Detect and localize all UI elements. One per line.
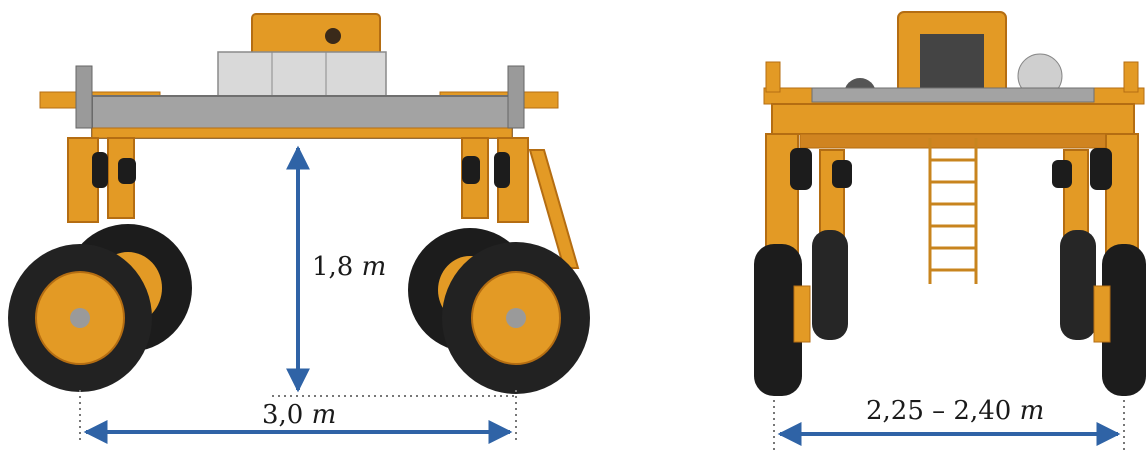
front-width-unit: m bbox=[1019, 396, 1045, 426]
front-width-value: 2,25 – 2,40 bbox=[866, 396, 1012, 426]
height-value: 1,8 bbox=[312, 252, 354, 282]
track-width-unit: m bbox=[311, 400, 337, 430]
front-view-robot bbox=[754, 11, 1146, 396]
side-view-robot bbox=[8, 13, 590, 394]
front-view-dimensions bbox=[773, 400, 1125, 452]
track-width-label: 3,0 m bbox=[262, 402, 336, 428]
side-view-dimensions bbox=[79, 145, 517, 444]
height-label: 1,8 m bbox=[312, 254, 386, 280]
front-width-label: 2,25 – 2,40 m bbox=[866, 398, 1044, 424]
track-width-value: 3,0 bbox=[262, 400, 304, 430]
height-unit: m bbox=[361, 252, 387, 282]
